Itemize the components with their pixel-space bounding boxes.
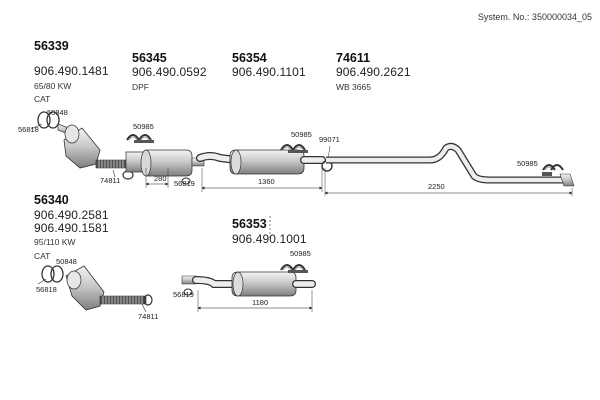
part-label-50985-a: 50985: [133, 122, 154, 131]
part-label-99071: 99071: [319, 135, 340, 144]
group-code-56339: 56339: [34, 39, 69, 53]
dimension-label-2250: 2250: [428, 182, 445, 191]
particulate-filter-56345: [125, 149, 205, 177]
spec-56340: 95/110 KW: [34, 237, 76, 247]
middle-silencer-56354: [196, 149, 326, 175]
dimension-2250: [324, 168, 573, 196]
part-number-56339: 906.490.1481: [34, 64, 109, 78]
gasket-ring-56818-bottom: [41, 265, 64, 283]
part-number-56354: 906.490.1101: [232, 65, 306, 79]
flex-pipe-74811-bottom: [99, 294, 153, 306]
part-label-74811-bottom: 74811: [138, 312, 159, 321]
part-label-56818-bottom: 56818: [36, 285, 57, 294]
type-56339: CAT: [34, 94, 51, 104]
gasket-ring-56818: [37, 111, 60, 129]
group-code-56345: 56345: [132, 51, 167, 65]
dimension-label-280: 280: [154, 174, 167, 183]
part-label-50985-b: 50985: [291, 130, 312, 139]
part-number-56353: 906.490.1001: [232, 232, 307, 246]
spec-56345: DPF: [132, 82, 149, 92]
group-code-74611: 74611: [336, 51, 371, 65]
dimension-label-1180: 1180: [252, 298, 269, 307]
group-code-56340: 56340: [34, 193, 69, 207]
part-label-50848-top: 50848: [47, 108, 68, 117]
part-label-56819-bottom: 56819: [173, 290, 194, 299]
catalytic-converter-56340: [65, 265, 105, 311]
tail-pipe-74611: [326, 142, 575, 187]
part-label-50985-c: 50985: [517, 159, 538, 168]
clamp-50985-c: [542, 164, 564, 171]
middle-silencer-56353: [181, 271, 316, 297]
group-code-56353: 56353: [232, 217, 267, 231]
dimension-label-1360: 1360: [258, 177, 275, 186]
dimension-280: [145, 168, 169, 188]
clamp-50985-b: [280, 144, 308, 153]
system-number: System. No.: 350000034_05: [477, 12, 592, 22]
part-number-56345: 906.490.0592: [132, 65, 207, 79]
clamp-50985-d: [280, 264, 308, 273]
part-number-56340-b: 906.490.1581: [34, 221, 109, 235]
part-label-50985-d: 50985: [290, 249, 311, 258]
part-number-56340-a: 906.490.2581: [34, 208, 109, 222]
part-label-50848-bottom: 50848: [56, 257, 77, 266]
clamp-50985-a: [126, 134, 154, 143]
part-label-56819-top: 56819: [174, 179, 195, 188]
group-code-56354: 56354: [232, 51, 267, 65]
catalytic-converter-56339: [57, 123, 101, 169]
part-label-74811-top: 74811: [100, 176, 121, 185]
part-number-74611: 906.490.2621: [336, 65, 411, 79]
dimension-1180: [197, 290, 313, 312]
part-label-56818-top: 56818: [18, 125, 39, 134]
type-56340: CAT: [34, 251, 51, 261]
spec-74611: WB 3665: [336, 82, 371, 92]
dimension-1360: [201, 168, 323, 192]
spec-56339: 65/80 KW: [34, 81, 72, 91]
flex-pipe-74811-top: [95, 159, 127, 169]
